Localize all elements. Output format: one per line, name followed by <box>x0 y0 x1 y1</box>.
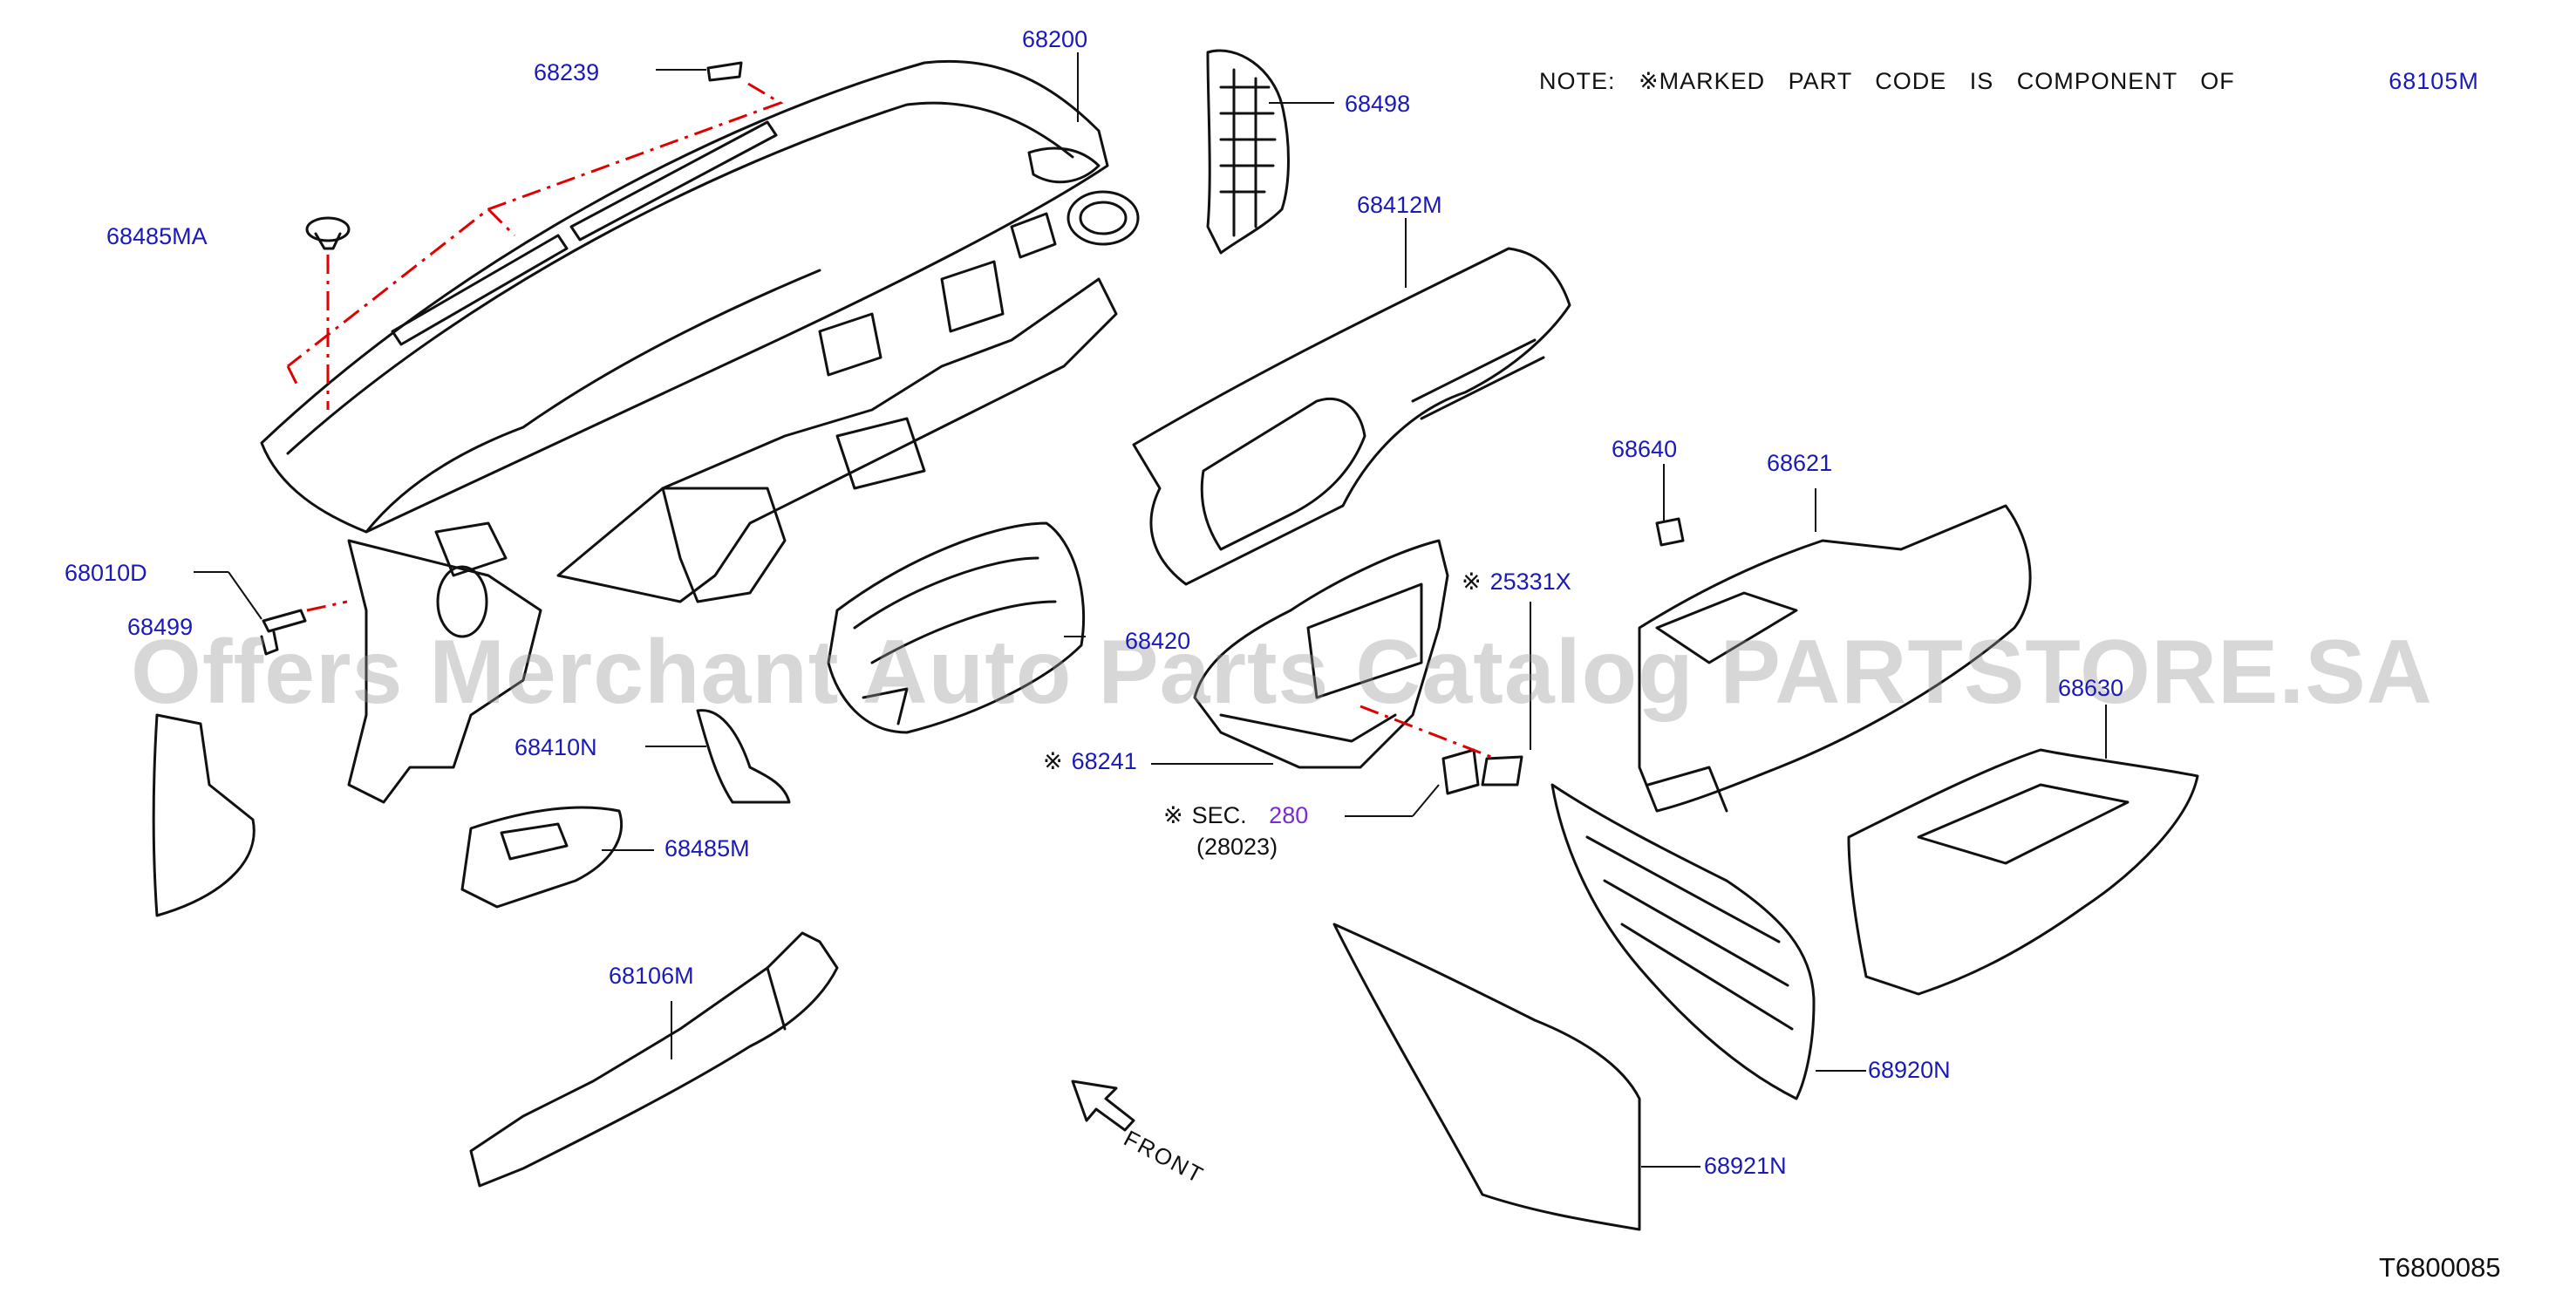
vent-duct-drawing <box>1206 49 1290 255</box>
center-cluster-drawing <box>1193 539 1449 769</box>
note-mark: ※ <box>1639 68 1659 94</box>
cluster-lid-drawing <box>827 521 1086 734</box>
sec-sub-reference: (28023) <box>1196 834 1278 860</box>
watermark: Offers Merchant Auto Parts Catalog PARTS… <box>131 622 2433 723</box>
callout-25331X[interactable]: ※25331X <box>1462 569 1571 595</box>
callout-68420[interactable]: 68420 <box>1125 628 1191 654</box>
right-parts-drawing <box>1332 504 2199 1231</box>
callout-68621[interactable]: 68621 <box>1767 450 1833 476</box>
callout-68239[interactable]: 68239 <box>534 59 600 85</box>
note-prefix: NOTE: <box>1539 68 1616 94</box>
note: NOTE: ※MARKED PART CODE IS COMPONENT OF … <box>1539 68 2479 95</box>
callout-68410N[interactable]: 68410N <box>515 734 597 760</box>
sec-number[interactable]: 280 <box>1269 802 1309 828</box>
callout-68498[interactable]: 68498 <box>1345 91 1411 117</box>
diagram-code: T6800085 <box>2379 1252 2501 1283</box>
sec-mark: ※ <box>1163 802 1183 828</box>
callout-68241[interactable]: ※68241 <box>1043 748 1137 774</box>
fastener-drawings <box>260 61 1685 795</box>
callout-68920N[interactable]: 68920N <box>1868 1057 1951 1083</box>
callout-68499[interactable]: 68499 <box>127 614 194 640</box>
leader-lines <box>194 52 2107 1168</box>
note-text: MARKED PART CODE IS COMPONENT OF <box>1659 68 2235 94</box>
upper-cover-drawing <box>1132 247 1571 586</box>
callout-68921N[interactable]: 68921N <box>1704 1153 1787 1179</box>
lower-left-parts-drawing <box>152 709 839 1188</box>
callout-68106M[interactable]: 68106M <box>609 963 694 989</box>
callout-68412M[interactable]: 68412M <box>1357 192 1442 218</box>
sec-label: SEC. <box>1191 802 1247 828</box>
note-code[interactable]: 68105M <box>2389 68 2479 94</box>
instrument-panel-drawing <box>260 59 1140 804</box>
red-dash-leaders <box>286 82 1492 759</box>
callout-68485M[interactable]: 68485M <box>664 835 750 862</box>
callout-68200[interactable]: 68200 <box>1022 26 1088 52</box>
callout-68010D[interactable]: 68010D <box>65 560 147 586</box>
front-arrow-icon <box>1071 1079 1135 1132</box>
callout-68630[interactable]: 68630 <box>2058 675 2124 701</box>
callout-68485MA[interactable]: 68485MA <box>106 223 208 249</box>
callout-68640[interactable]: 68640 <box>1612 436 1678 462</box>
sec-reference[interactable]: ※ SEC. 280 <box>1163 802 1308 829</box>
